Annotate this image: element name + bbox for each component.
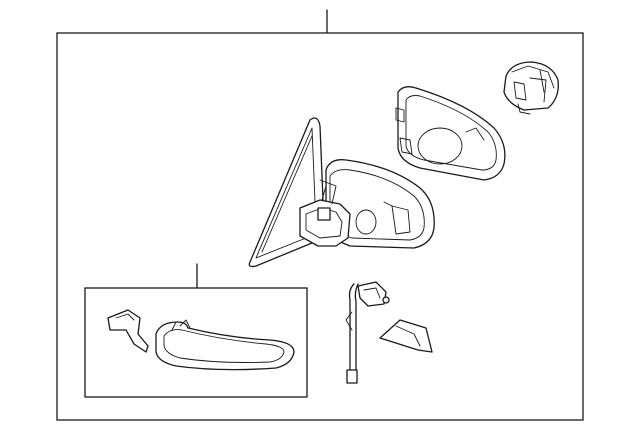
motor-actuator-icon <box>503 61 559 115</box>
housing-cover-icon <box>395 86 506 181</box>
mirror-housing-icon <box>299 159 435 249</box>
small-trim-icon <box>379 319 433 353</box>
bracket-icon <box>107 309 149 353</box>
turn-signal-lamp-icon <box>155 319 295 371</box>
wiring-harness-icon <box>345 281 390 384</box>
